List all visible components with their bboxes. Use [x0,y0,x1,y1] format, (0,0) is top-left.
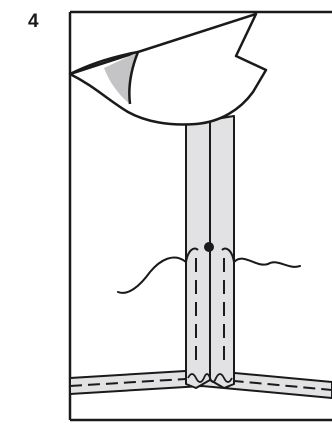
thread-right [233,257,301,268]
thread-left [117,256,187,294]
step-number: 4 [28,11,39,32]
pin-marker [204,242,214,252]
upper-fabric-piece [68,12,268,126]
panel-frame [68,10,332,422]
vertical-placket [185,115,235,389]
